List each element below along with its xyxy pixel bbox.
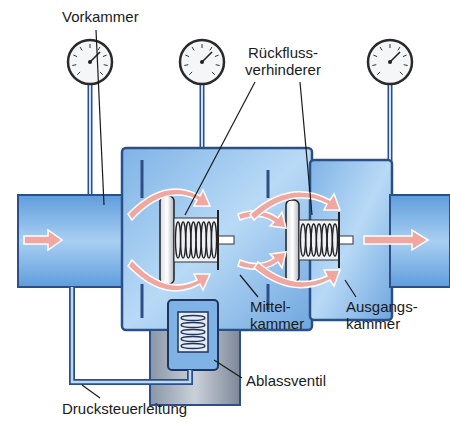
leader-lines xyxy=(82,30,356,398)
inlet-pipe xyxy=(18,195,128,287)
check-valve-2 xyxy=(286,200,353,282)
part-label: Drucksteuerleitung xyxy=(62,400,187,417)
part-label: Mittel- kammer xyxy=(250,298,320,332)
flow-arrows xyxy=(24,189,428,291)
pressure-gauges xyxy=(68,40,412,84)
part-label: Vorkammer xyxy=(62,8,139,25)
drain-valve xyxy=(168,300,218,370)
pressure-control-line xyxy=(72,287,190,382)
part-label: Ablassventil xyxy=(246,372,326,389)
part-label: Rückfluss- verhinderer xyxy=(228,44,338,78)
check-valve-1 xyxy=(160,196,234,284)
part-label: Ausgangs- kammer xyxy=(346,298,436,332)
